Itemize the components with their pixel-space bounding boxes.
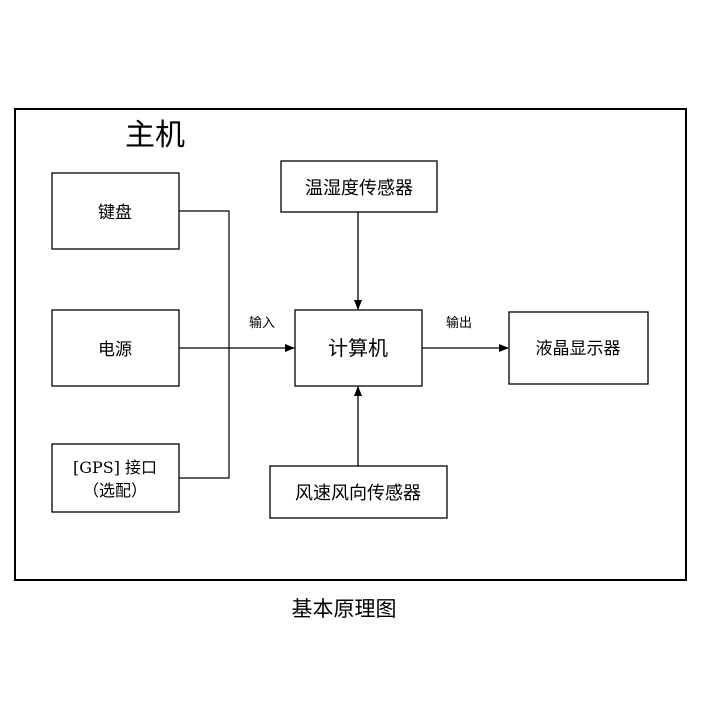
output-label: 输出 bbox=[446, 315, 472, 331]
computer-label: 计算机 bbox=[328, 336, 388, 360]
keyboard-label: 键盘 bbox=[98, 203, 132, 223]
gps-connector bbox=[179, 348, 230, 479]
temp-humidity-sensor-node: 温湿度传感器 bbox=[280, 160, 438, 213]
lcd-display-label: 液晶显示器 bbox=[536, 339, 621, 359]
power-node: 电源 bbox=[51, 309, 180, 387]
gps-label-line2: （选配） bbox=[83, 481, 147, 500]
gps-node: [GPS] 接口 （选配） bbox=[51, 443, 180, 513]
keyboard-node: 键盘 bbox=[51, 172, 180, 250]
keyboard-connector bbox=[179, 210, 230, 348]
host-title: 主机 bbox=[125, 118, 185, 153]
host-container bbox=[14, 108, 687, 581]
wind-sensor-node: 风速风向传感器 bbox=[269, 465, 448, 519]
computer-node: 计算机 bbox=[294, 309, 423, 387]
temp-humidity-sensor-label: 温湿度传感器 bbox=[305, 178, 413, 199]
input-label: 输入 bbox=[249, 315, 275, 331]
diagram-caption: 基本原理图 bbox=[292, 597, 397, 621]
wind-sensor-label: 风速风向传感器 bbox=[295, 483, 421, 504]
power-label: 电源 bbox=[98, 340, 132, 360]
lcd-display-node: 液晶显示器 bbox=[508, 311, 649, 385]
gps-label-line1: [GPS] 接口 bbox=[73, 458, 157, 477]
